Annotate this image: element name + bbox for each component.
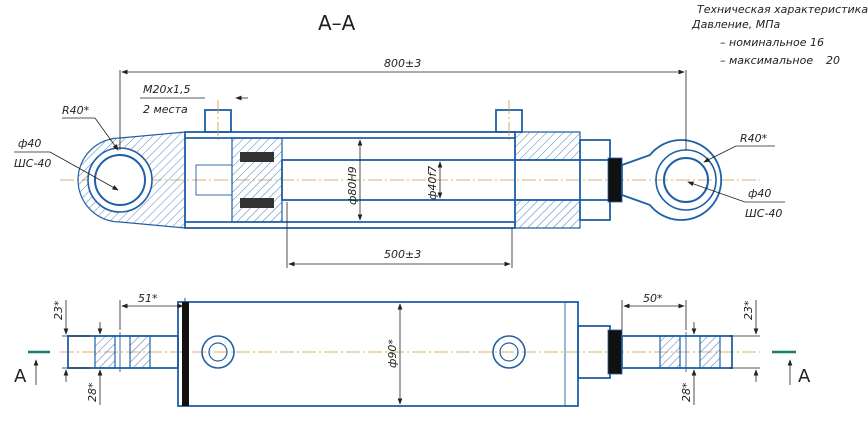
dim-right-offset: 50* <box>643 292 663 305</box>
spec-nominal: – номинальное 16 <box>720 36 824 49</box>
gland-top <box>514 131 581 161</box>
piston-seal-bottom <box>240 198 274 208</box>
dim-pin-right: ф40 <box>748 187 771 200</box>
section-mark-right: А <box>798 366 811 387</box>
left-eye-hatch-b <box>129 335 151 369</box>
dim-thread-qty: 2 места <box>143 103 188 116</box>
cylinder-tube <box>184 131 516 229</box>
dim-bearing-right: ШС-40 <box>745 207 782 220</box>
spec-maximum: – максимальное <box>720 54 813 67</box>
piston-nut <box>195 164 233 196</box>
dim-eye-width-left: 23* <box>52 300 65 320</box>
dim-bore: ф80Н9 <box>346 166 359 205</box>
left-bearing <box>87 147 153 213</box>
section-title: А–А <box>318 11 356 35</box>
plan-view <box>60 301 760 407</box>
left-pin-hole <box>94 154 146 206</box>
right-pin-hole <box>663 157 709 203</box>
section-marker-left: А <box>14 350 50 387</box>
section-view <box>60 100 760 229</box>
dim-left-offset: 51* <box>138 292 158 305</box>
plan-dimensions: 51* 50* 23* 28* 23* 28* ф90* <box>52 292 760 405</box>
left-eye-hatch-a <box>94 335 116 369</box>
port-circle-left <box>201 335 235 369</box>
piston <box>231 137 283 223</box>
dim-overall-length: 800±3 <box>384 57 421 70</box>
gland-bottom <box>514 199 581 229</box>
rod-ring <box>607 157 623 203</box>
dim-eye-thick-left: 28* <box>86 382 99 402</box>
dim-radius-right: R40* <box>740 132 768 145</box>
section-dimensions: 800±3 М20х1,5 2 места R40* ф40 ШС-40 R40… <box>14 57 785 268</box>
section-mark-left: А <box>14 366 27 387</box>
dim-pin-left: ф40 <box>18 137 41 150</box>
right-eye-hatch-a <box>659 335 681 369</box>
port-circle-right <box>492 335 526 369</box>
dim-eye-thick-right: 28* <box>680 382 693 402</box>
dim-eye-width-right: 23* <box>742 300 755 320</box>
barrel-band <box>182 302 189 406</box>
dim-radius-left: R40* <box>62 104 90 117</box>
dim-thread: М20х1,5 <box>143 83 191 96</box>
dim-stroke: 500±3 <box>384 248 421 261</box>
rod-ring-side <box>607 329 623 375</box>
dim-bearing-left: ШС-40 <box>14 157 51 170</box>
section-marker-right: А <box>772 350 811 387</box>
dim-barrel: ф90* <box>386 339 399 368</box>
right-eye <box>621 139 723 221</box>
spec-pressure: Давление, МПа <box>691 18 780 31</box>
technical-characteristics: Техническая характеристика Давление, МПа… <box>691 3 868 67</box>
piston-seal-top <box>240 152 274 162</box>
spec-maximum-value: 20 <box>826 54 840 67</box>
dim-rod: ф40f7 <box>426 166 439 200</box>
right-eye-hatch-b <box>699 335 721 369</box>
spec-heading: Техническая характеристика <box>697 3 868 16</box>
